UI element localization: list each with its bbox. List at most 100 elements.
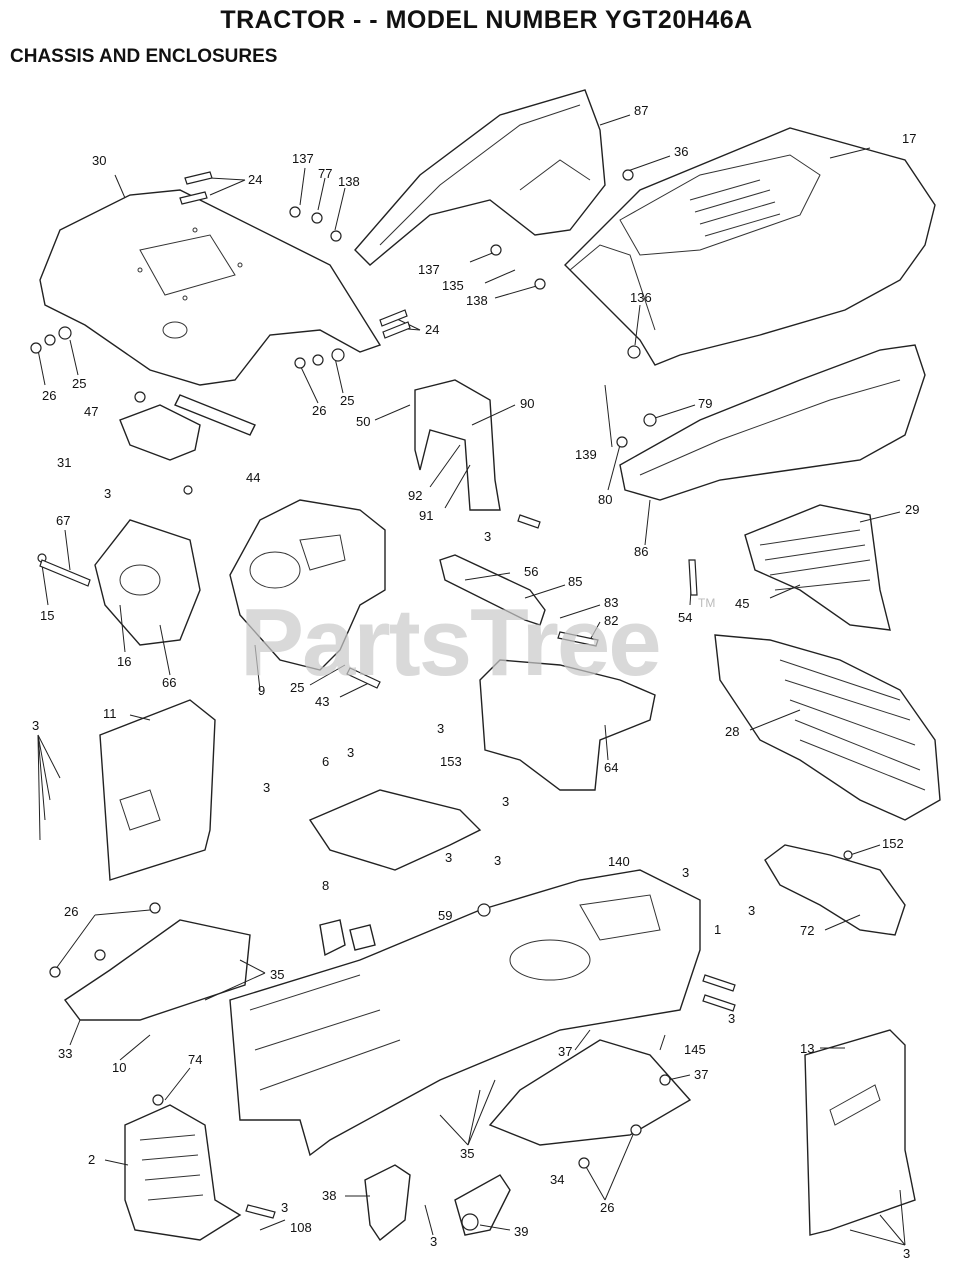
- seat-bracket-part: [94, 519, 201, 646]
- callout-87: 87: [634, 103, 648, 118]
- callout-85: 85: [568, 574, 582, 589]
- callout-108: 108: [290, 1220, 312, 1235]
- callout-72: 72: [800, 923, 814, 938]
- callout-3-e: 3: [347, 745, 354, 760]
- callout-17: 17: [902, 131, 916, 146]
- callout-67: 67: [56, 513, 70, 528]
- side-panel-right-part: [804, 1029, 916, 1236]
- callout-11: 11: [103, 706, 117, 721]
- diagram-title: TRACTOR - - MODEL NUMBER YGT20H46A: [220, 6, 753, 34]
- callout-25-left: 25: [72, 376, 86, 391]
- callout-66: 66: [162, 675, 176, 690]
- callout-26-right: 26: [600, 1200, 614, 1215]
- callout-37-b: 37: [694, 1067, 708, 1082]
- callout-91: 91: [419, 508, 433, 523]
- callout-45: 45: [735, 596, 749, 611]
- callout-64: 64: [604, 760, 618, 775]
- fender-part: [39, 189, 382, 386]
- callout-26-left: 26: [42, 388, 56, 403]
- floor-plate-part: [308, 789, 482, 871]
- callout-3-b: 3: [484, 529, 491, 544]
- callout-6: 6: [322, 754, 329, 769]
- callout-54: 54: [678, 610, 692, 625]
- callout-28: 28: [725, 724, 739, 739]
- pedestal-part: [414, 379, 501, 511]
- callout-35-mid: 35: [460, 1146, 474, 1161]
- callout-37-a: 37: [558, 1044, 572, 1059]
- callout-3-g: 3: [502, 794, 509, 809]
- callout-35-left: 35: [270, 967, 284, 982]
- callout-34: 34: [550, 1172, 564, 1187]
- callout-83: 83: [604, 595, 618, 610]
- callout-8: 8: [322, 878, 329, 893]
- hardware-items: [30, 169, 853, 1231]
- pedestal-cover-part: [354, 89, 606, 266]
- callout-38: 38: [322, 1188, 336, 1203]
- grille-part: [744, 504, 891, 631]
- callout-3-j: 3: [682, 865, 689, 880]
- callout-2: 2: [88, 1152, 95, 1167]
- callout-26-low: 26: [64, 904, 78, 919]
- callout-3-k: 3: [748, 903, 755, 918]
- callout-13: 13: [800, 1041, 814, 1056]
- callout-137-top: 137: [292, 151, 314, 166]
- callout-92: 92: [408, 488, 422, 503]
- callout-3-i: 3: [494, 853, 501, 868]
- callout-29: 29: [905, 502, 919, 517]
- callout-135: 135: [442, 278, 464, 293]
- callout-86: 86: [634, 544, 648, 559]
- callout-24-mid: 24: [425, 322, 439, 337]
- callout-3-n: 3: [430, 1234, 437, 1249]
- callout-136: 136: [630, 290, 652, 305]
- callout-26-mid: 26: [312, 403, 326, 418]
- callout-10: 10: [112, 1060, 126, 1075]
- callout-140: 140: [608, 854, 630, 869]
- callout-36: 36: [674, 144, 688, 159]
- callout-137-mid: 137: [418, 262, 440, 277]
- callout-153: 153: [440, 754, 462, 769]
- callout-138-mid: 138: [466, 293, 488, 308]
- callout-25-low: 25: [290, 680, 304, 695]
- callout-82: 82: [604, 613, 618, 628]
- deflector-left-part: [63, 919, 251, 1021]
- lower-front-panel-part: [764, 844, 906, 936]
- callout-3-f: 3: [263, 780, 270, 795]
- callout-59: 59: [438, 908, 452, 923]
- callout-3-m: 3: [281, 1200, 288, 1215]
- side-panel-left-part: [99, 699, 216, 881]
- callout-16: 16: [117, 654, 131, 669]
- callout-80: 80: [598, 492, 612, 507]
- callout-24-top: 24: [248, 172, 262, 187]
- diagram-subtitle: CHASSIS AND ENCLOSURES: [10, 46, 278, 67]
- callout-90: 90: [520, 396, 534, 411]
- callout-9: 9: [258, 683, 265, 698]
- callout-labels: 17 87 36 30 24 24 137 77 138 137 135 138…: [32, 103, 919, 1261]
- hood-trim-part: [619, 344, 926, 501]
- callout-138-top: 138: [338, 174, 360, 189]
- watermark: PartsTree: [240, 589, 662, 696]
- console-part: [229, 499, 386, 671]
- rear-panel-part: [124, 1104, 242, 1241]
- callout-33: 33: [58, 1046, 72, 1061]
- callout-50: 50: [356, 414, 370, 429]
- callout-47: 47: [84, 404, 98, 419]
- bracket-38-part: [364, 1164, 411, 1242]
- seat-support-part: [119, 394, 256, 461]
- callout-3-c: 3: [32, 718, 39, 733]
- callout-44: 44: [246, 470, 260, 485]
- callout-3-d: 3: [437, 721, 444, 736]
- callout-43: 43: [315, 694, 329, 709]
- callout-39: 39: [514, 1224, 528, 1239]
- bracket-8-part: [319, 919, 376, 957]
- callout-15: 15: [40, 608, 54, 623]
- callout-74: 74: [188, 1052, 202, 1067]
- main-frame-part: [229, 869, 701, 1157]
- callout-25-mid: 25: [340, 393, 354, 408]
- callout-139: 139: [575, 447, 597, 462]
- callout-1: 1: [714, 922, 721, 937]
- callout-3-a: 3: [104, 486, 111, 501]
- callout-3-l: 3: [728, 1011, 735, 1026]
- callout-31: 31: [57, 455, 71, 470]
- callout-152: 152: [882, 836, 904, 851]
